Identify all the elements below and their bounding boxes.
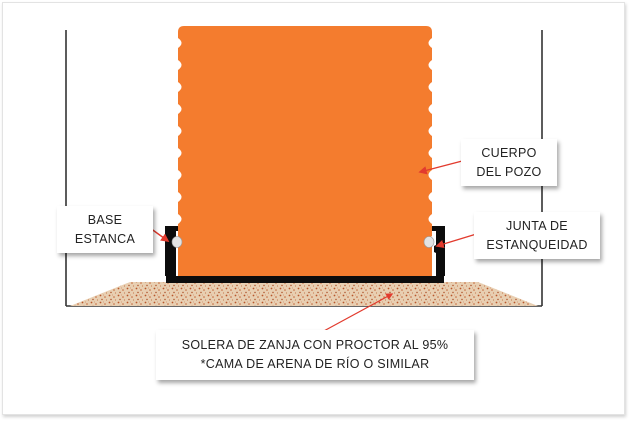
arrow-base: [149, 227, 170, 242]
label-solera-line-2: *CAMA DE ARENA DE RÍO O SIMILAR: [200, 357, 430, 371]
label-cuerpo-del-pozo: CUERPO DEL POZO: [461, 139, 557, 186]
gasket-left: [171, 236, 183, 248]
label-solera-de-zanja: SOLERA DE ZANJA CON PROCTOR AL 95% *CAMA…: [156, 330, 474, 380]
base-profile-right: [432, 226, 445, 276]
watertight-base: [166, 228, 444, 283]
label-junta-line-2: ESTANQUEIDAD: [486, 237, 588, 252]
arrow-cuerpo: [418, 159, 467, 175]
label-base-line-1: BASE: [87, 212, 123, 227]
label-junta-de-estanqueidad: JUNTA DE ESTANQUEIDAD: [474, 212, 600, 259]
gasket-right: [423, 236, 435, 248]
base-profile-left: [165, 226, 178, 276]
label-cuerpo-line-1: CUERPO: [481, 145, 537, 160]
arrow-solera: [321, 293, 394, 333]
label-solera-line-1: SOLERA DE ZANJA CON PROCTOR AL 95%: [181, 338, 449, 352]
manhole-body-shape: [178, 26, 432, 276]
label-base-estanca: BASE ESTANCA: [57, 206, 153, 253]
label-junta-line-1: JUNTA DE: [506, 218, 568, 233]
sand-bed: [70, 282, 538, 306]
manhole-body: [178, 26, 432, 276]
label-cuerpo-line-2: DEL POZO: [476, 164, 542, 179]
label-base-line-2: ESTANCA: [74, 231, 136, 246]
